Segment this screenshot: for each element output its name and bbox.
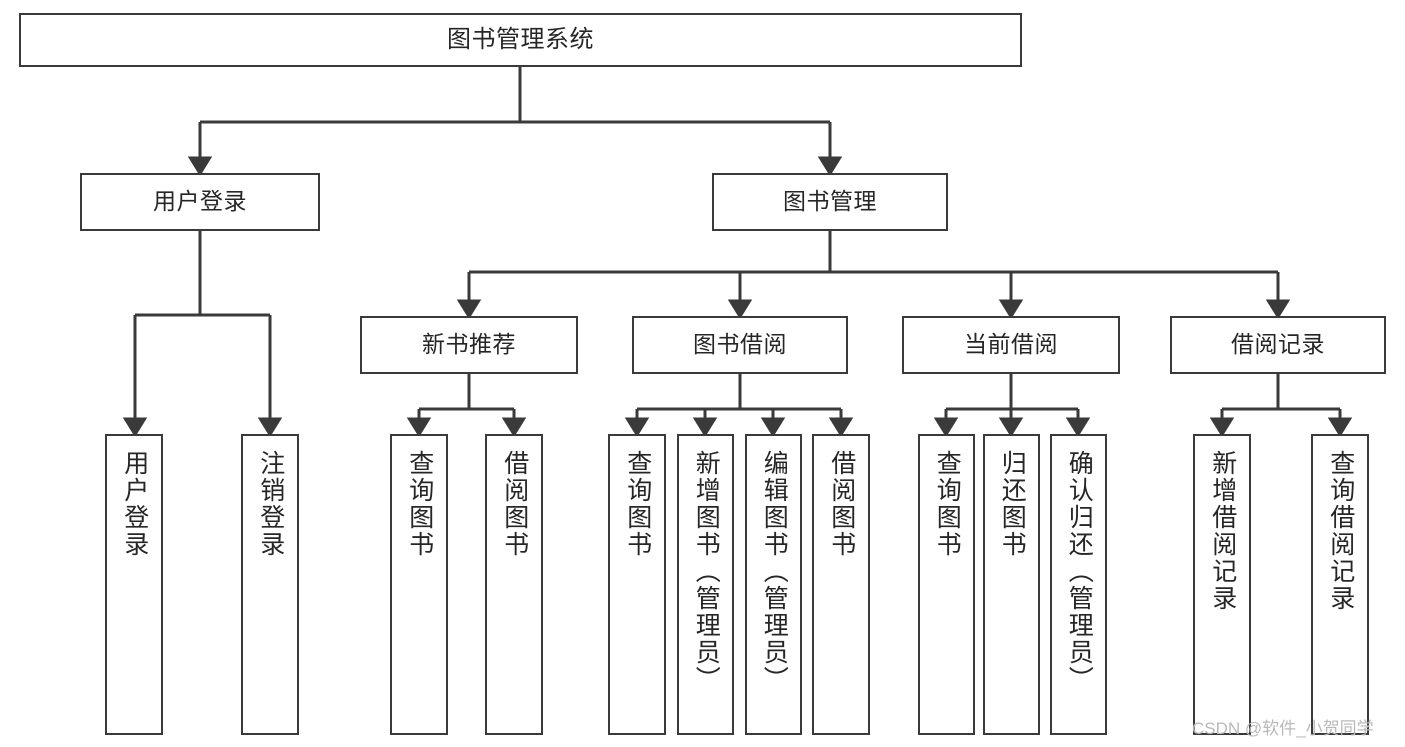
node-label: 借阅图书 — [500, 450, 529, 558]
node-user-login[interactable]: 用户登录 — [80, 173, 320, 231]
node-label: 新增借阅记录 — [1208, 450, 1237, 612]
watermark-text: CSDN @软件_小贺同学 — [1192, 719, 1374, 738]
node-label: 用户登录 — [153, 188, 247, 215]
node-new-book-recommendation[interactable]: 新书推荐 — [360, 316, 578, 374]
node-label: 确认归还（管理员） — [1065, 450, 1094, 693]
node-label: 借阅图书 — [827, 450, 856, 558]
node-label: 查询图书 — [405, 450, 434, 558]
node-label: 新增图书（管理员） — [692, 450, 721, 693]
node-label: 查询图书 — [933, 450, 962, 558]
node-book-borrowing[interactable]: 图书借阅 — [632, 316, 848, 374]
leaf-current-confirm-return-admin[interactable]: 确认归还（管理员） — [1050, 434, 1107, 735]
node-label: 查询图书 — [623, 450, 652, 558]
node-label: 用户登录 — [120, 450, 149, 558]
leaf-current-return-book[interactable]: 归还图书 — [983, 434, 1040, 735]
node-label: 编辑图书（管理员） — [760, 450, 789, 693]
node-label: 图书借阅 — [693, 331, 787, 358]
leaf-borrow-add-book-admin[interactable]: 新增图书（管理员） — [677, 434, 734, 735]
leaf-new-book-query-book[interactable]: 查询图书 — [390, 434, 448, 735]
leaf-record-query-borrow-record[interactable]: 查询借阅记录 — [1311, 434, 1369, 735]
leaf-new-book-borrow-book[interactable]: 借阅图书 — [485, 434, 543, 735]
node-label: 当前借阅 — [964, 331, 1058, 358]
node-root-book-management-system[interactable]: 图书管理系统 — [19, 13, 1022, 67]
node-label: 注销登录 — [256, 450, 285, 558]
leaf-record-add-borrow-record[interactable]: 新增借阅记录 — [1193, 434, 1251, 735]
node-label: 图书管理系统 — [447, 25, 594, 53]
node-label: 图书管理 — [783, 188, 877, 215]
leaf-user-login[interactable]: 用户登录 — [105, 434, 163, 735]
leaf-borrow-borrow-book[interactable]: 借阅图书 — [812, 434, 870, 735]
node-label: 新书推荐 — [422, 331, 516, 358]
leaf-borrow-query-book[interactable]: 查询图书 — [608, 434, 666, 735]
leaf-logout[interactable]: 注销登录 — [241, 434, 299, 735]
node-label: 查询借阅记录 — [1326, 450, 1355, 612]
node-label: 借阅记录 — [1231, 331, 1325, 358]
node-borrowing-records[interactable]: 借阅记录 — [1170, 316, 1386, 374]
leaf-borrow-edit-book-admin[interactable]: 编辑图书（管理员） — [745, 434, 802, 735]
node-book-management[interactable]: 图书管理 — [712, 173, 948, 231]
node-label: 归还图书 — [998, 450, 1027, 558]
leaf-current-query-book[interactable]: 查询图书 — [918, 434, 975, 735]
node-current-borrowing[interactable]: 当前借阅 — [902, 316, 1120, 374]
